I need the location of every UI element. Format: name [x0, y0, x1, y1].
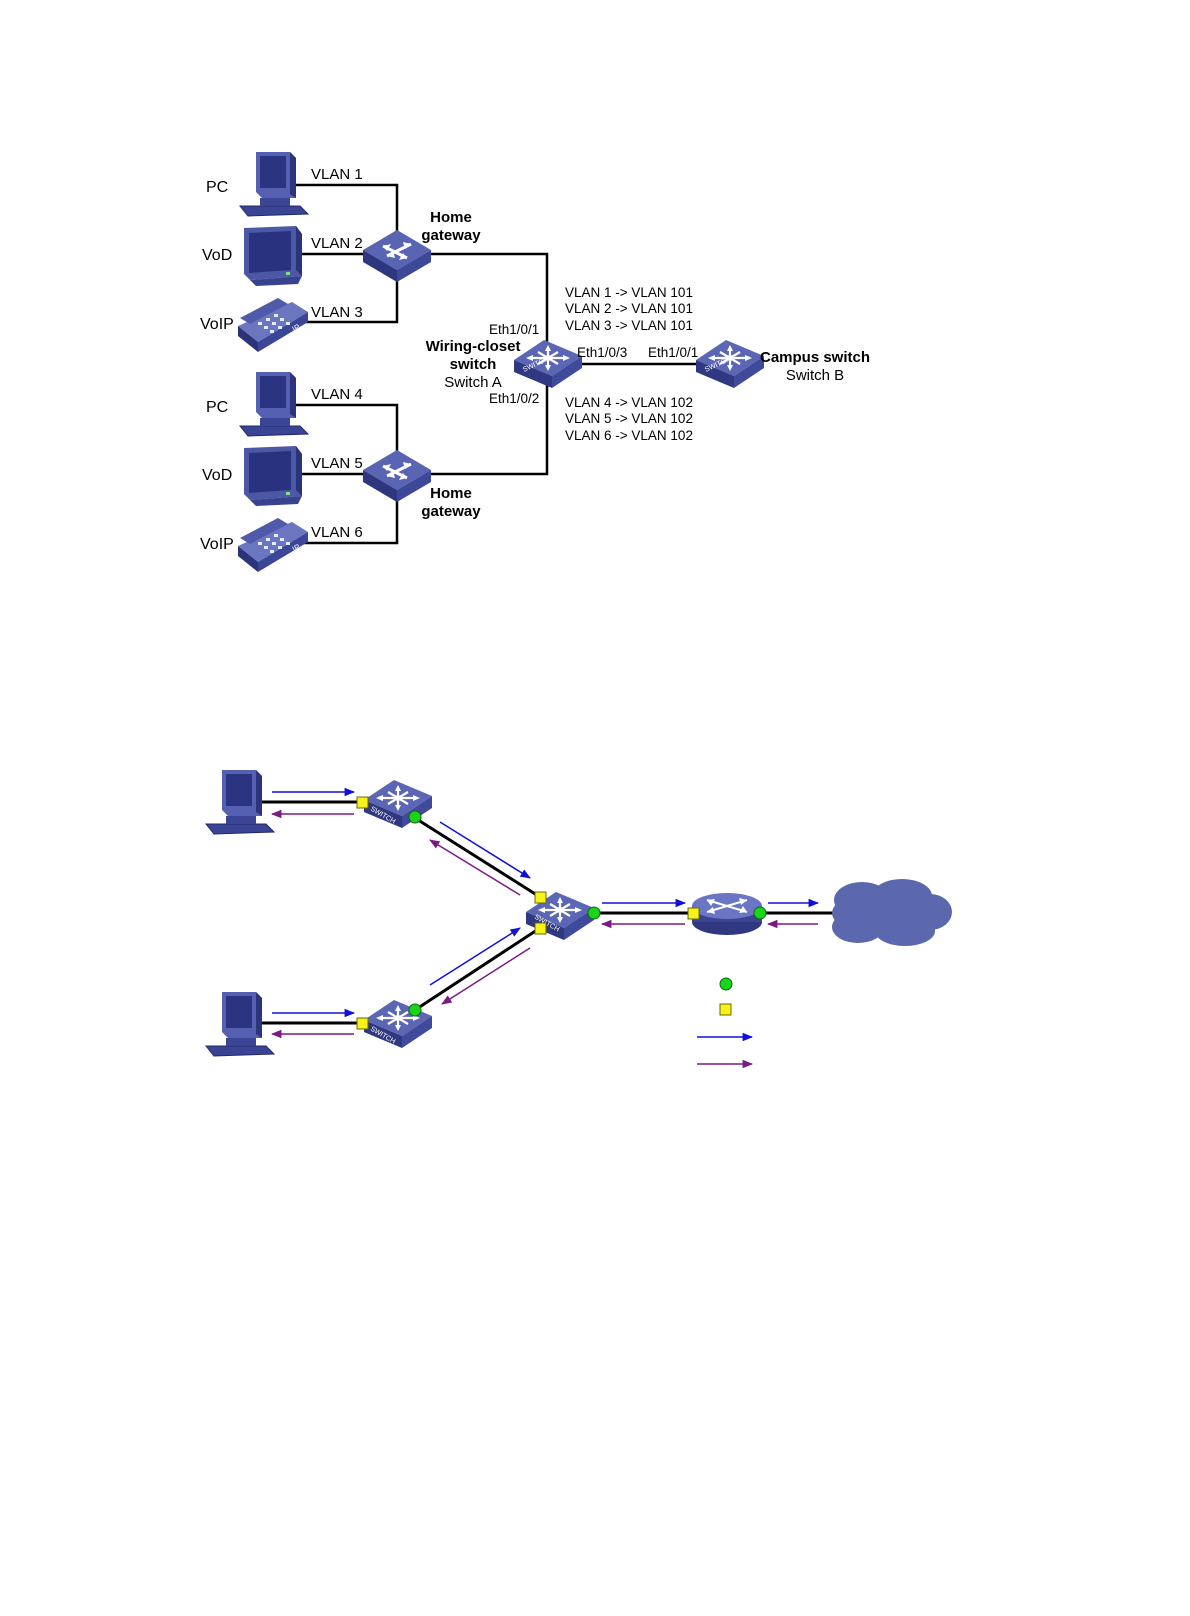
mapping-top-1: VLAN 1 -> VLAN 101 [565, 285, 693, 300]
vod-1-label: VoD [202, 247, 232, 264]
downlink-arrow-sw1 [429, 839, 521, 896]
mapping-top-2: VLAN 2 -> VLAN 101 [565, 301, 693, 316]
mapping-bottom-3: VLAN 6 -> VLAN 102 [565, 428, 693, 443]
link-voip1 [297, 272, 399, 324]
uplink-arrow-sw1 [439, 821, 531, 879]
switch-b-label-line2: Switch B [786, 367, 844, 384]
vod-2-icon [244, 446, 302, 506]
vod-2-label: VoD [202, 467, 232, 484]
switch-a-label-line2: switch [450, 356, 497, 373]
pc-1-label: PC [206, 179, 228, 196]
uplink-arrow-sw2 [429, 927, 521, 986]
figure-2-traffic-flow: SWITCH SWITCH SWITCH [205, 769, 952, 1069]
mapping-bottom-1: VLAN 4 -> VLAN 102 [565, 395, 693, 410]
port-a-eth1-0-2: Eth1/0/2 [489, 391, 539, 406]
port-yellow-router [687, 907, 700, 920]
port-green-router [753, 906, 767, 920]
switch-b-label-line1: Campus switch [760, 349, 870, 366]
port-a-eth1-0-3: Eth1/0/3 [577, 345, 627, 360]
router-icon [692, 893, 762, 935]
port-b-eth1-0-1: Eth1/0/1 [648, 345, 698, 360]
vlan-2-label: VLAN 2 [311, 235, 363, 252]
port-yellow-sw1 [356, 796, 369, 809]
vlan-5-label: VLAN 5 [311, 455, 363, 472]
pc-2-label: PC [206, 399, 228, 416]
legend-green-port [719, 977, 733, 991]
vlan-3-label: VLAN 3 [311, 304, 363, 321]
figure-1-vlan-mapping: SWITCH SWITCH PC VoD VoIP PC VoD VoIP VL… [200, 151, 870, 572]
vlan-1-label: VLAN 1 [311, 166, 363, 183]
link-gw2-switch-a [430, 385, 549, 476]
home-gateway-1-label-line2: gateway [421, 227, 481, 244]
port-green-sw1 [408, 810, 422, 824]
port-a-eth1-0-1: Eth1/0/1 [489, 322, 539, 337]
legend-yellow-port [719, 1003, 732, 1016]
home-gateway-2-label-line2: gateway [421, 503, 481, 520]
mapping-bottom-2: VLAN 5 -> VLAN 102 [565, 411, 693, 426]
home-gateway-1-label-line1: Home [430, 209, 472, 226]
switch-a-label-line3: Switch A [444, 374, 502, 391]
voip-2-icon [238, 518, 308, 572]
switch-b-icon [694, 338, 766, 390]
link-gw1-switch-a [430, 252, 549, 343]
link-sw2-core [414, 926, 541, 1012]
voip-1-icon [238, 298, 308, 352]
mapping-top-3: VLAN 3 -> VLAN 101 [565, 318, 693, 333]
home-gateway-2-label-line1: Home [430, 485, 472, 502]
switch-a-label-line1: Wiring-closet [426, 338, 521, 355]
link-pc1 [270, 183, 399, 243]
link-voip2 [297, 492, 399, 545]
port-green-core [587, 906, 601, 920]
vlan-6-label: VLAN 6 [311, 524, 363, 541]
vod-1-icon [244, 226, 302, 286]
voip-1-label: VoIP [200, 316, 234, 333]
voip-2-label: VoIP [200, 536, 234, 553]
vlan-4-label: VLAN 4 [311, 386, 363, 403]
home-gateway-2-icon [361, 448, 433, 504]
port-yellow-sw2 [356, 1017, 369, 1030]
port-green-sw2 [408, 1003, 422, 1017]
link-sw1-core [414, 816, 541, 899]
network-cloud-icon [832, 879, 952, 946]
port-yellow-core-down [534, 922, 547, 935]
downlink-arrow-sw2 [441, 947, 531, 1005]
port-yellow-core-up [534, 891, 547, 904]
switch-a-icon [512, 338, 584, 390]
link-pc2 [270, 403, 399, 462]
